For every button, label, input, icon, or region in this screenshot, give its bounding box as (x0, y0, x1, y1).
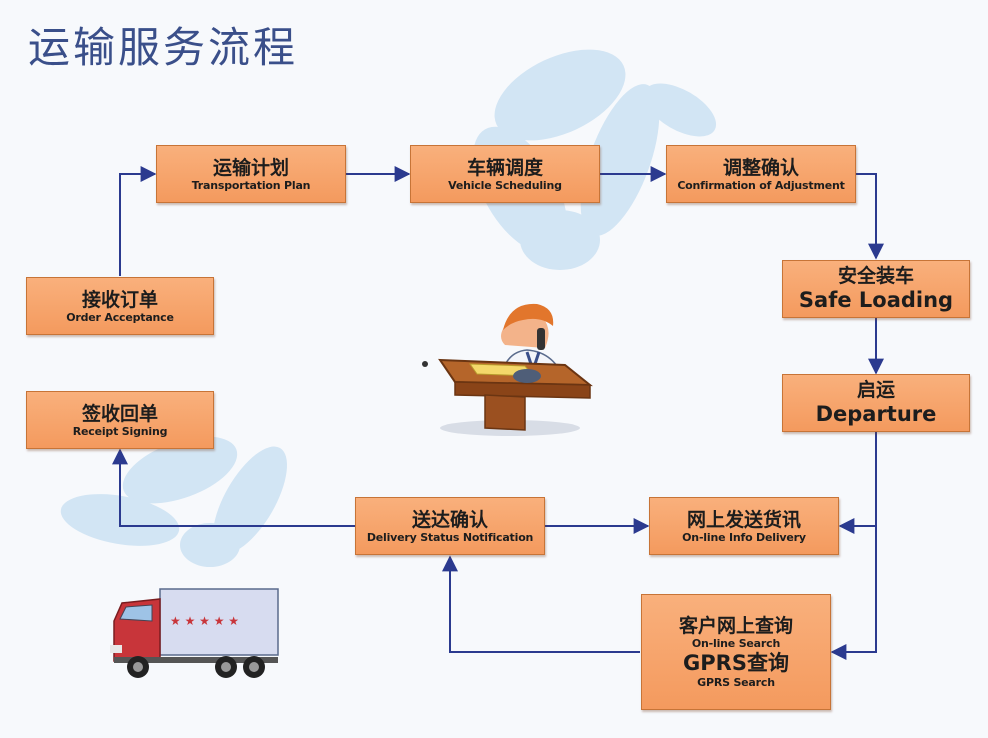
step-label-zh: 接收订单 (81, 288, 158, 311)
step-online-search: 客户网上查询 On-line Search GPRS查询 GPRS Search (641, 594, 831, 710)
step-label-en: Confirmation of Adjustment (677, 178, 845, 192)
step-online-info: 网上发送货讯 On-line Info Delivery (649, 497, 839, 555)
step-delivery-notice: 送达确认 Delivery Status Notification (355, 497, 545, 555)
arrow-departure-to-search (830, 526, 877, 660)
arrow-search-to-notice (442, 555, 640, 653)
step-label-en: Safe Loading (798, 288, 954, 312)
step-label-en: Transportation Plan (191, 178, 311, 192)
page-title: 运输服务流程 (28, 23, 299, 72)
delivery-truck-illustration: ★ ★ ★ ★ ★ (110, 588, 279, 678)
step-receipt-signing: 签收回单 Receipt Signing (26, 391, 214, 449)
step-label-zh: 启运 (856, 379, 895, 401)
step-label-en: On-line Search (691, 637, 781, 650)
step-confirm-adjust: 调整确认 Confirmation of Adjustment (666, 145, 856, 203)
step-label-en: Delivery Status Notification (366, 530, 534, 544)
step-transport-plan: 运输计划 Transportation Plan (156, 145, 346, 203)
arrow-notice-to-receipt (112, 448, 355, 527)
step-label-zh-2: GPRS查询 (683, 651, 789, 675)
step-label-en: Receipt Signing (72, 424, 168, 438)
step-label-zh: 调整确认 (722, 156, 799, 179)
step-label-en: Order Acceptance (66, 310, 174, 324)
step-order-acceptance: 接收订单 Order Acceptance (26, 277, 214, 335)
step-label-en: Vehicle Scheduling (448, 178, 562, 192)
step-departure: 启运 Departure (782, 374, 970, 432)
operator-at-desk-illustration (422, 303, 593, 436)
step-label-zh: 签收回单 (81, 402, 158, 425)
step-label-zh: 客户网上查询 (678, 615, 793, 637)
step-label-en: Departure (815, 402, 937, 426)
step-label-en-2: GPRS Search (697, 676, 775, 689)
step-label-zh: 安全装车 (837, 265, 914, 287)
arrow-departure-to-info (838, 432, 877, 534)
arrow-order-to-plan (119, 166, 157, 276)
step-label-zh: 运输计划 (212, 156, 289, 179)
step-vehicle-scheduling: 车辆调度 Vehicle Scheduling (410, 145, 600, 203)
step-label-zh: 送达确认 (411, 508, 488, 531)
truck-side-lettering: ★ ★ ★ ★ ★ (170, 614, 239, 628)
arrow-confirm-to-loading (856, 173, 884, 260)
step-label-zh: 车辆调度 (466, 156, 543, 179)
step-label-en: On-line Info Delivery (682, 530, 806, 544)
step-label-zh: 网上发送货讯 (686, 508, 801, 531)
step-safe-loading: 安全装车 Safe Loading (782, 260, 970, 318)
